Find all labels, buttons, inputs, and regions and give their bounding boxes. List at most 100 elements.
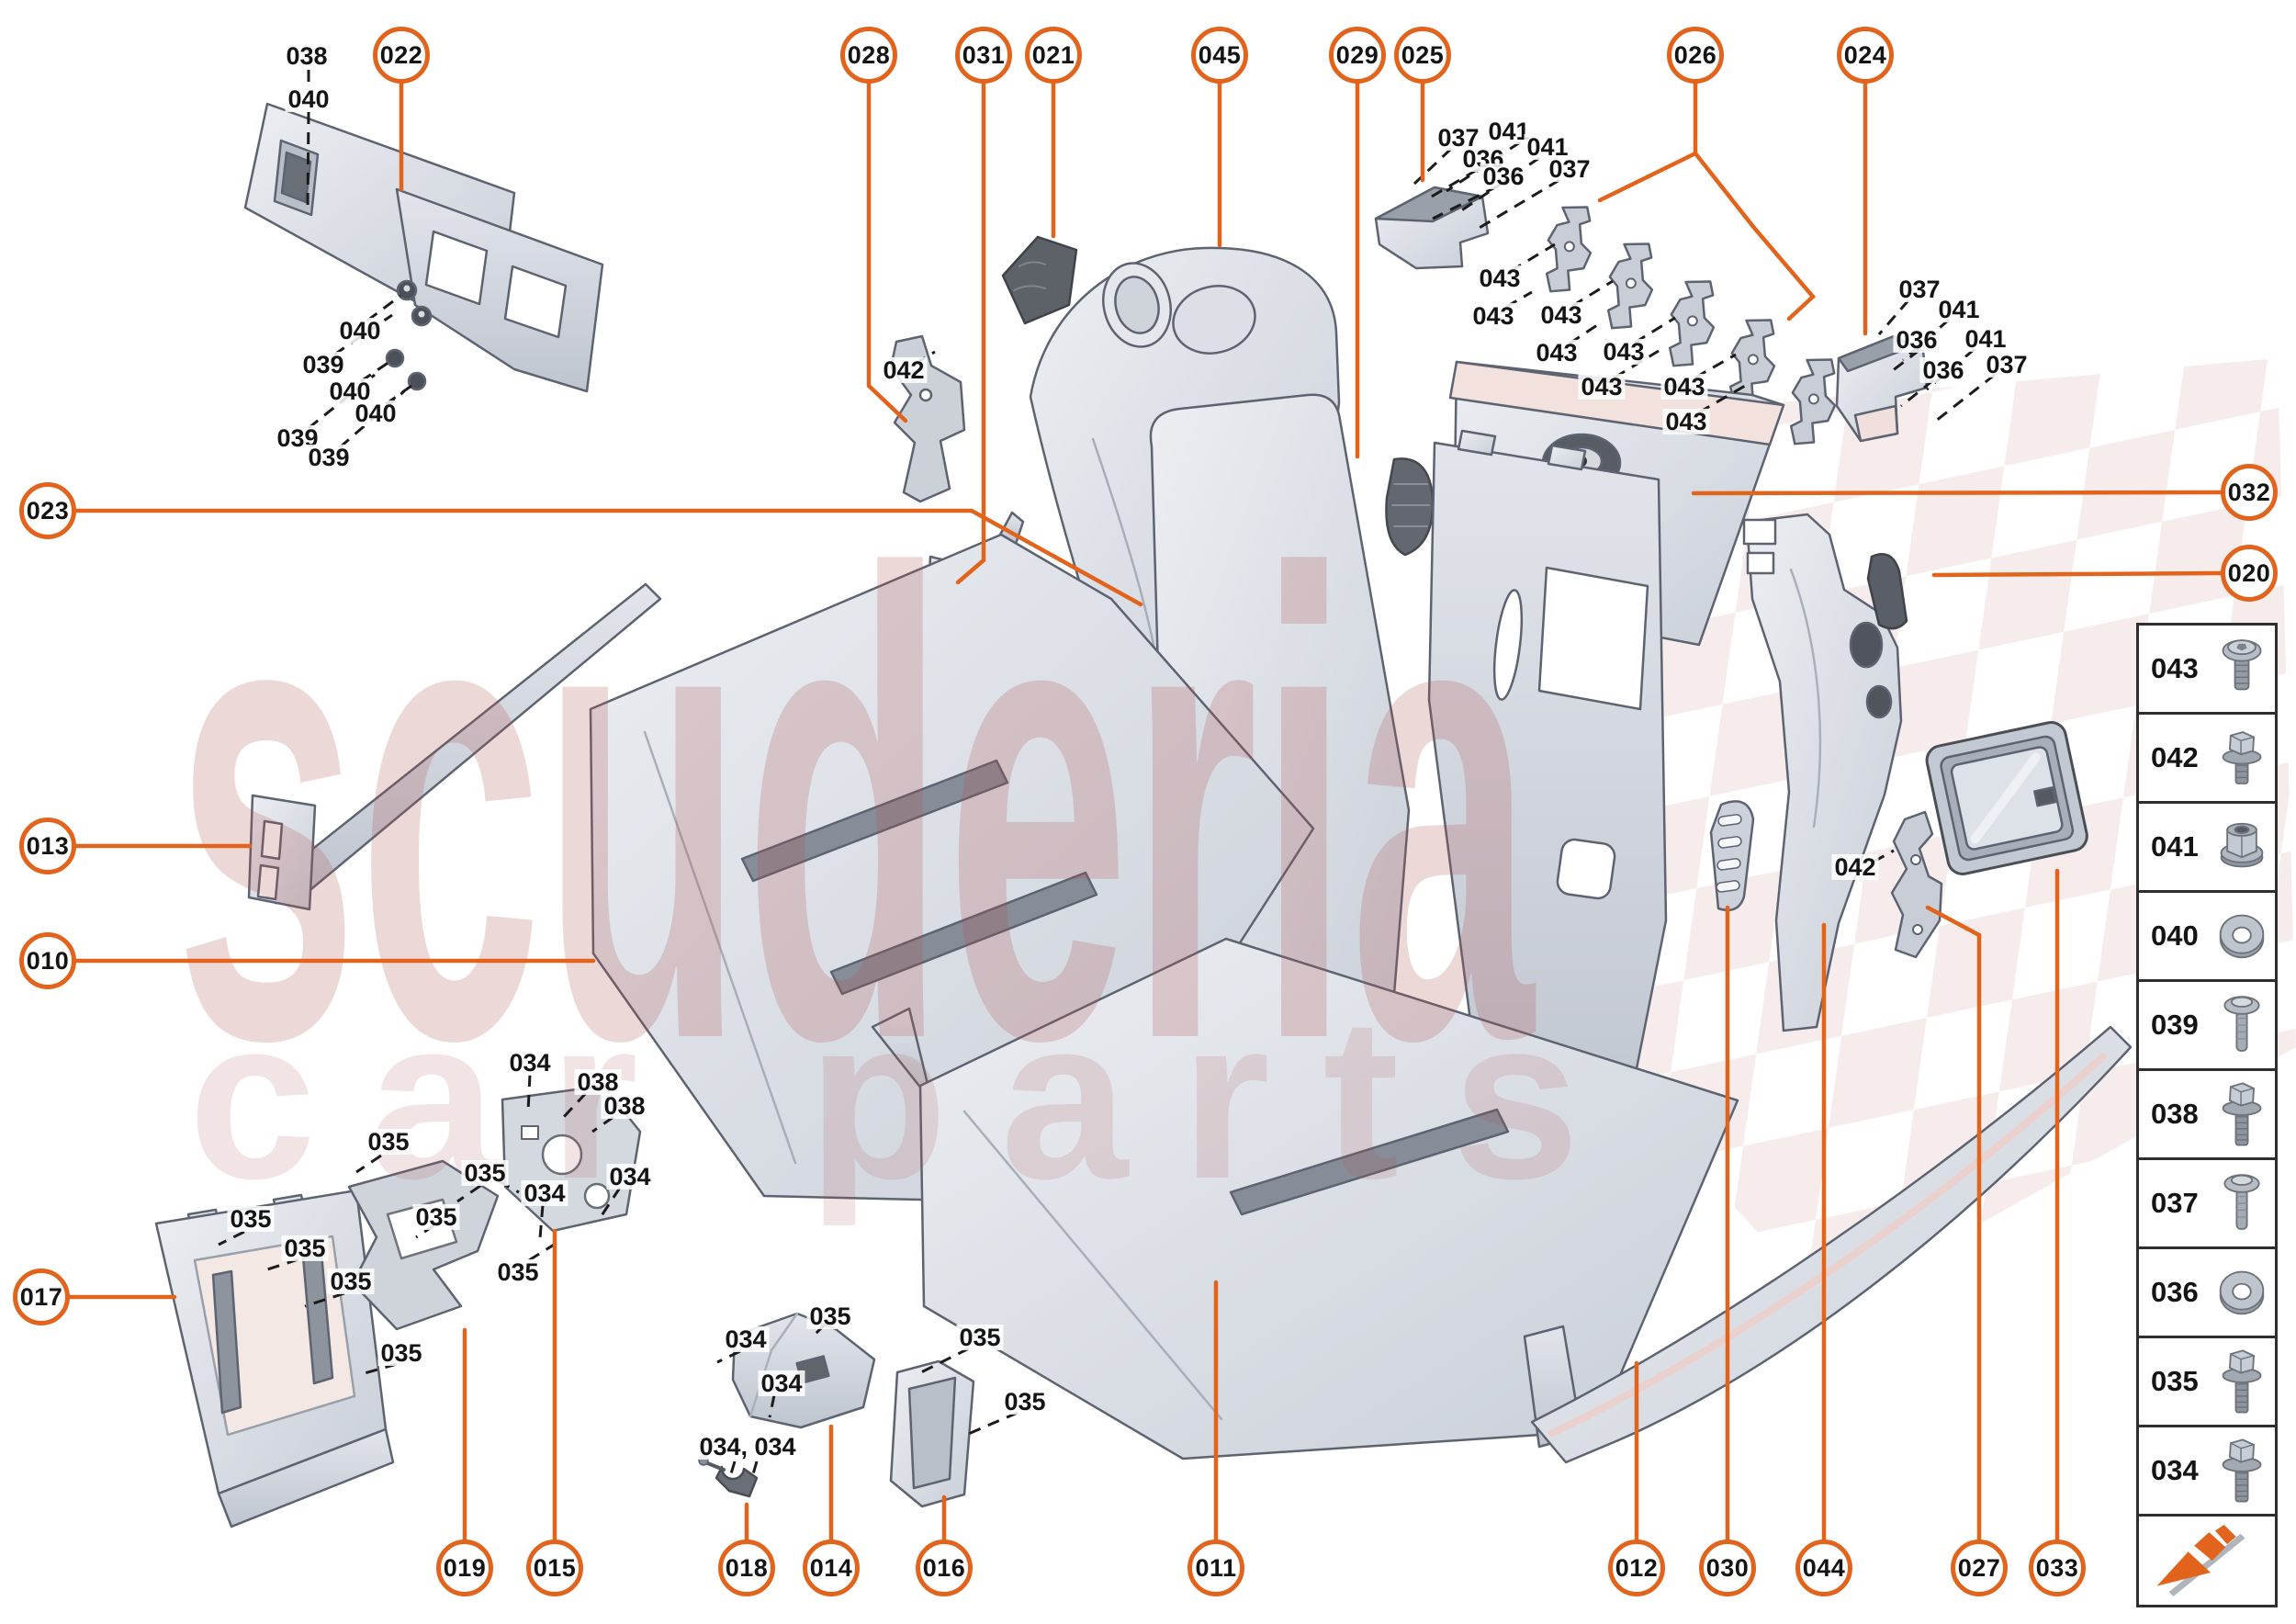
flange-bolt-long-icon bbox=[2216, 1434, 2268, 1507]
badge-030[interactable]: 030 bbox=[1699, 1539, 1756, 1596]
badge-017[interactable]: 017 bbox=[13, 1269, 70, 1325]
dashed-leader-line bbox=[749, 1460, 759, 1482]
part-033-window-frame bbox=[1925, 720, 2088, 875]
badge-012[interactable]: 012 bbox=[1608, 1539, 1665, 1596]
part-number-label: 034, 034 bbox=[696, 1434, 799, 1460]
badge-027[interactable]: 027 bbox=[1951, 1539, 2008, 1596]
legend-item-number: 036 bbox=[2151, 1276, 2199, 1308]
dashed-leader-line bbox=[526, 1074, 532, 1112]
badge-010[interactable]: 010 bbox=[19, 932, 76, 989]
part-018-clamp bbox=[698, 1455, 759, 1498]
badge-032[interactable]: 032 bbox=[2221, 464, 2278, 521]
flange-bolt-short-icon bbox=[2216, 721, 2268, 795]
badge-023[interactable]: 023 bbox=[19, 482, 76, 539]
badge-011[interactable]: 011 bbox=[1187, 1539, 1244, 1596]
badge-021[interactable]: 021 bbox=[1025, 27, 1082, 84]
legend-item-038: 038 bbox=[2139, 1071, 2275, 1160]
badge-013[interactable]: 013 bbox=[19, 818, 76, 874]
part-number-label: 043 bbox=[1660, 374, 1708, 400]
badge-024[interactable]: 024 bbox=[1837, 27, 1894, 84]
dashed-leader-line bbox=[560, 1091, 588, 1121]
part-029-speaker-grille bbox=[1385, 457, 1435, 557]
legend-item-number: 041 bbox=[2151, 830, 2199, 863]
part-number-label: 035 bbox=[461, 1160, 509, 1186]
part-number-label: 034 bbox=[758, 1370, 805, 1396]
part-number-label: 035 bbox=[956, 1325, 1004, 1350]
part-024-trim-cap bbox=[1835, 334, 1929, 443]
callout-line-028 bbox=[866, 81, 908, 423]
watermark-secondary: car parts bbox=[188, 970, 1580, 1226]
checkered-arrow-logo-icon bbox=[2151, 1523, 2263, 1598]
badge-014[interactable]: 014 bbox=[803, 1539, 860, 1596]
flange-bolt-long-icon bbox=[2216, 1077, 2268, 1151]
callout-line-027 bbox=[1925, 905, 1982, 1542]
dashed-leader-line bbox=[1698, 384, 1746, 414]
legend-item-034: 034 bbox=[2139, 1427, 2275, 1517]
badge-045[interactable]: 045 bbox=[1191, 27, 1248, 84]
badge-028[interactable]: 028 bbox=[840, 27, 897, 84]
badge-025[interactable]: 025 bbox=[1394, 27, 1451, 84]
part-number-label: 043 bbox=[1469, 303, 1517, 329]
dashed-leader-line bbox=[1412, 147, 1453, 186]
part-number-label: 035 bbox=[281, 1235, 329, 1261]
part-number-label: 038 bbox=[283, 43, 331, 69]
callout-line-032 bbox=[1691, 490, 2223, 496]
part-number-label: 043 bbox=[1662, 409, 1710, 434]
legend-item-037: 037 bbox=[2139, 1160, 2275, 1249]
dashed-leader-line bbox=[728, 1460, 737, 1478]
dashed-leader-line bbox=[597, 1187, 622, 1221]
part-number-label: 035 bbox=[327, 1269, 375, 1294]
part-number-label: 036 bbox=[1893, 327, 1941, 353]
washer-icon bbox=[2216, 1256, 2268, 1329]
part-016-side-panel bbox=[889, 1359, 975, 1508]
part-number-label: 042 bbox=[880, 357, 928, 383]
badge-033[interactable]: 033 bbox=[2029, 1539, 2086, 1596]
dashed-leader-line bbox=[1571, 279, 1614, 308]
part-number-label: 037 bbox=[1896, 276, 1943, 302]
legend-item-number: 038 bbox=[2151, 1098, 2199, 1130]
part-number-label: 043 bbox=[1476, 265, 1524, 291]
part-number-label: 041 bbox=[1962, 326, 2009, 352]
legend-item-number: 040 bbox=[2151, 919, 2199, 952]
badge-015[interactable]: 015 bbox=[526, 1539, 583, 1596]
badge-018[interactable]: 018 bbox=[718, 1539, 775, 1596]
badge-044[interactable]: 044 bbox=[1795, 1539, 1852, 1596]
legend-item-number: 043 bbox=[2151, 652, 2199, 684]
part-number-label: 039 bbox=[305, 445, 353, 470]
part-number-label: 038 bbox=[574, 1069, 622, 1095]
legend-item-number: 042 bbox=[2151, 741, 2199, 773]
badge-019[interactable]: 019 bbox=[436, 1539, 493, 1596]
badge-022[interactable]: 022 bbox=[373, 27, 430, 84]
legend-item-number: 035 bbox=[2151, 1365, 2199, 1397]
part-number-label: 043 bbox=[1578, 374, 1626, 400]
part-number-label: 038 bbox=[601, 1093, 648, 1119]
legend-item-040: 040 bbox=[2139, 893, 2275, 982]
dashed-leader-line bbox=[304, 1291, 345, 1308]
callout-line-031 bbox=[955, 81, 986, 585]
dashed-leader-line bbox=[1900, 378, 1934, 408]
dashed-leader-line bbox=[1935, 373, 1996, 423]
dashed-leader-line bbox=[1472, 178, 1560, 233]
legend-item-number: 037 bbox=[2151, 1187, 2199, 1219]
badge-016[interactable]: 016 bbox=[916, 1539, 973, 1596]
watermark-primary: scuderia bbox=[174, 437, 1536, 1177]
callout-line-023 bbox=[73, 508, 1143, 607]
dashed-leader-line bbox=[538, 1204, 545, 1239]
part-number-label: 035 bbox=[227, 1206, 275, 1232]
badge-031[interactable]: 031 bbox=[955, 27, 1012, 84]
part-number-label: 040 bbox=[352, 400, 400, 426]
dashed-leader-line bbox=[1877, 299, 1910, 335]
badge-020[interactable]: 020 bbox=[2221, 545, 2278, 602]
dashed-leader-line bbox=[355, 1154, 382, 1174]
badge-026[interactable]: 026 bbox=[1667, 27, 1724, 84]
pan-screw-icon bbox=[2216, 1167, 2268, 1240]
part-number-label: 034 bbox=[506, 1050, 554, 1076]
part-013-sill-trim bbox=[247, 582, 662, 911]
dashed-leader-line bbox=[306, 111, 310, 210]
badge-029[interactable]: 029 bbox=[1329, 27, 1386, 84]
dashed-leader-line bbox=[1891, 348, 1920, 373]
part-017-mount-plate bbox=[154, 1189, 395, 1528]
